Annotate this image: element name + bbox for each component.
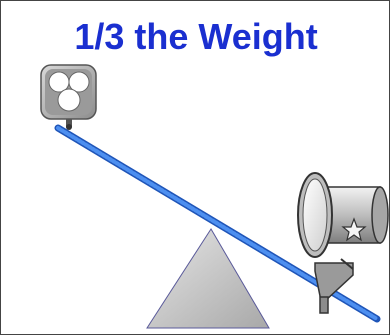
slide-title: 1/3 the Weight <box>74 16 318 57</box>
searchlight-icon <box>297 172 389 314</box>
triangle-fulcrum-icon <box>146 228 270 329</box>
compact-led-light-icon <box>40 64 97 130</box>
